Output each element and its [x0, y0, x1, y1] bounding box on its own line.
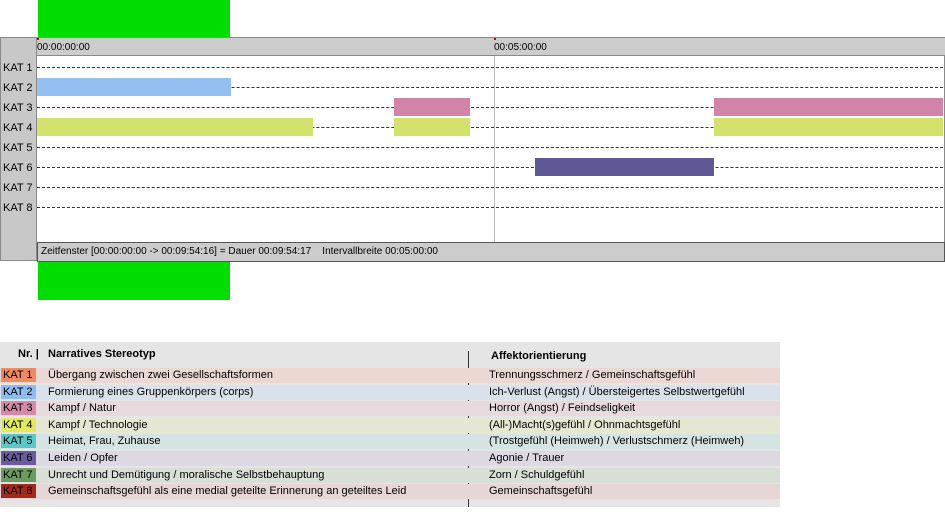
category-label-4: KAT 4	[3, 122, 33, 134]
legend-affect: (All-)Macht(s)gefühl / Ohnmachtsgefühl	[489, 419, 681, 431]
legend-badge: KAT 7	[1, 468, 36, 482]
legend-row: KAT 7 Unrecht und Demütigung / moralische…	[0, 468, 780, 483]
timeline-plot[interactable]	[37, 56, 945, 242]
legend-stereotype: Heimat, Frau, Zuhause	[48, 435, 161, 447]
category-label-5: KAT 5	[3, 142, 33, 154]
legend-badge: KAT 6	[1, 451, 36, 465]
legend-badge: KAT 2	[1, 385, 36, 399]
legend-stereotype: Gemeinschaftsgefühl als eine medial gete…	[48, 485, 407, 497]
green-marker-top	[38, 0, 230, 37]
timeline-view: KAT 1 KAT 2 KAT 3 KAT 4 KAT 5 KAT 6 KAT 7 KAT 8…	[0, 37, 945, 262]
segment-kat-4-1[interactable]	[37, 118, 313, 136]
legend-row: KAT 8 Gemeinschaftsgefühl als eine medial…	[0, 484, 780, 499]
tick-mark-0	[37, 38, 39, 40]
segment-kat-4-6[interactable]	[714, 118, 943, 136]
track-line-8	[37, 207, 943, 208]
category-label-2: KAT 2	[3, 82, 33, 94]
track-line-2	[37, 87, 943, 88]
legend-row: KAT 6 Leiden / Opfer Agonie / Trauer	[0, 451, 780, 466]
legend-row: KAT 1 Übergang zwischen zwei Gesellschaft…	[0, 368, 780, 383]
legend-badge: KAT 8	[1, 484, 36, 498]
track-line-6	[37, 167, 943, 168]
legend-header-stereotype: Narratives Stereotyp	[48, 348, 156, 360]
timeline-status-bar: Zeitfenster [00:00:00:00 -> 00:09:54:16]…	[37, 242, 945, 262]
category-label-8: KAT 8	[3, 202, 33, 214]
segment-kat-3-2[interactable]	[394, 98, 470, 116]
track-line-5	[37, 147, 943, 148]
tick-mark-1	[494, 38, 496, 40]
category-legend-table: Nr. | Narratives Stereotyp Affektorienti…	[0, 342, 780, 507]
legend-header-nr: Nr. |	[18, 348, 39, 360]
track-line-4	[37, 127, 943, 128]
segment-kat-4-3[interactable]	[394, 118, 470, 136]
legend-badge: KAT 4	[1, 418, 36, 432]
legend-badge: KAT 1	[1, 368, 36, 382]
time-ruler[interactable]: 00:00:00:00 00:05:00:00	[37, 37, 945, 56]
legend-stereotype: Kampf / Technologie	[48, 419, 148, 431]
legend-affect: Trennungsschmerz / Gemeinschaftsgefühl	[489, 369, 696, 381]
segment-kat-2-0[interactable]	[37, 78, 231, 96]
category-label-6: KAT 6	[3, 162, 33, 174]
legend-header-affect: Affektorientierung	[491, 350, 587, 362]
track-line-7	[37, 187, 943, 188]
legend-row: KAT 5 Heimat, Frau, Zuhause (Trostgefühl (…	[0, 434, 780, 449]
legend-affect: Ich-Verlust (Angst) / Übersteigertes Sel…	[489, 386, 745, 398]
category-label-1: KAT 1	[3, 62, 33, 74]
legend-row: KAT 2 Formierung eines Gruppenkörpers (co…	[0, 385, 780, 400]
track-line-3	[37, 107, 943, 108]
category-label-3: KAT 3	[3, 102, 33, 114]
track-line-1	[37, 67, 943, 68]
legend-affect: (Trostgefühl (Heimweh) / Verlustschmerz …	[489, 435, 745, 447]
segment-kat-6-4[interactable]	[535, 158, 714, 176]
legend-affect: Gemeinschaftsgefühl	[489, 485, 593, 497]
tick-label-1: 00:05:00:00	[494, 42, 547, 53]
legend-stereotype: Übergang zwischen zwei Gesellschaftsform…	[48, 369, 273, 381]
legend-affect: Zorn / Schuldgefühl	[489, 469, 585, 481]
legend-stereotype: Leiden / Opfer	[48, 452, 118, 464]
interval-line-1	[494, 56, 495, 242]
category-label-7: KAT 7	[3, 182, 33, 194]
legend-badge: KAT 3	[1, 401, 36, 415]
legend-stereotype: Kampf / Natur	[48, 402, 116, 414]
segment-kat-3-5[interactable]	[714, 98, 943, 116]
category-sidebar: KAT 1 KAT 2 KAT 3 KAT 4 KAT 5 KAT 6 KAT 7 KAT 8	[0, 37, 37, 261]
legend-stereotype: Formierung eines Gruppenkörpers (corps)	[48, 386, 254, 398]
green-marker-bottom	[38, 262, 230, 300]
legend-affect: Agonie / Trauer	[489, 452, 565, 464]
legend-row: KAT 3 Kampf / Natur Horror (Angst) / Feind…	[0, 401, 780, 416]
legend-affect: Horror (Angst) / Feindseligkeit	[489, 402, 636, 414]
legend-badge: KAT 5	[1, 434, 36, 448]
tick-label-0: 00:00:00:00	[37, 42, 90, 53]
legend-row: KAT 4 Kampf / Technologie (All-)Macht(s)ge…	[0, 418, 780, 433]
legend-stereotype: Unrecht und Demütigung / moralische Selb…	[48, 469, 325, 481]
